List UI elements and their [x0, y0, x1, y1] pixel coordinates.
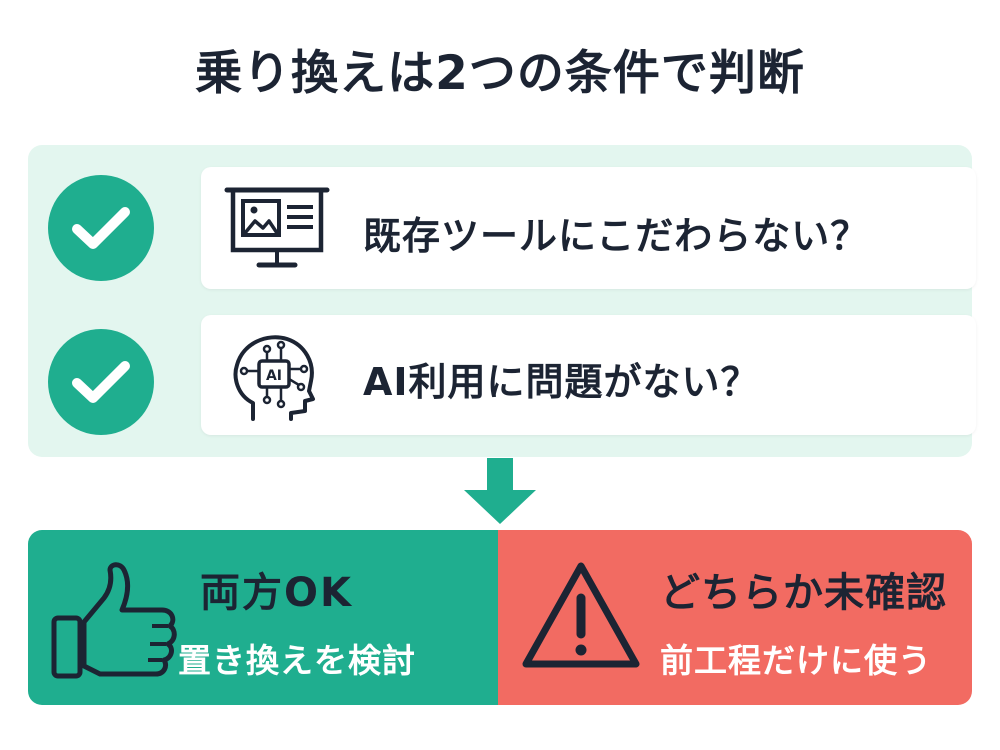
- condition-text: AI利用に問題がない？: [363, 360, 760, 404]
- presentation-screen-icon: [223, 185, 331, 279]
- warning-icon: [520, 560, 642, 676]
- result-unconfirmed-subtitle: 前工程だけに使う: [660, 641, 932, 680]
- ai-head-icon: AI: [223, 327, 323, 431]
- condition-card-tools: 既存ツールにこだわらない？: [201, 167, 976, 289]
- condition-text: 既存ツールにこだわらない？: [363, 214, 870, 258]
- result-unconfirmed: どちらか未確認 前工程だけに使う: [498, 530, 972, 705]
- result-ok-title: 両方OK: [200, 570, 353, 616]
- condition-card-ai: AI AI利用に問題がない？: [201, 315, 976, 435]
- check-circle-icon: [48, 329, 154, 435]
- ai-chip-label: AI: [266, 368, 282, 384]
- result-ok: 両方OK 置き換えを検討: [28, 530, 498, 705]
- thumbs-up-icon: [44, 560, 184, 689]
- conditions-panel: 既存ツールにこだわらない？ AI: [28, 145, 976, 457]
- page-title: 乗り換えは2つの条件で判断: [195, 46, 805, 101]
- arrow-down-icon: [460, 458, 540, 532]
- result-ok-subtitle: 置き換えを検討: [178, 641, 416, 680]
- result-unconfirmed-title: どちらか未確認: [660, 570, 947, 616]
- check-circle-icon: [48, 175, 154, 281]
